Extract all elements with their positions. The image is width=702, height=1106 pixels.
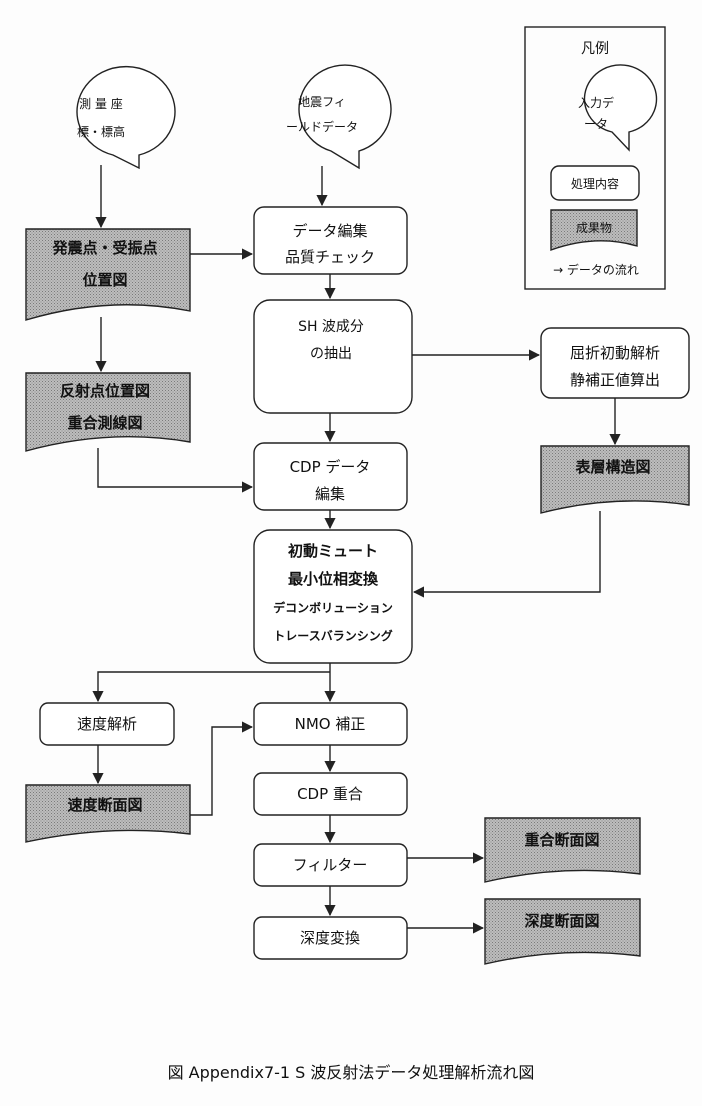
sh-extract: SH 波成分 の抽出	[253, 299, 413, 414]
seismic-input: 地震フィ ールドデータ	[286, 64, 392, 170]
shot-receiver-map-label-1: 発震点・受振点	[51, 239, 157, 257]
surface-structure-map: 表層構造図	[540, 445, 690, 514]
refraction-analysis-label-2: 静補正値算出	[570, 371, 660, 389]
shot-receiver-map-label-2: 位置図	[82, 271, 127, 289]
preprocessing-label-3: デコンボリューション	[273, 600, 393, 615]
velocity-analysis: 速度解析	[39, 702, 175, 746]
depth-section: 深度断面図	[484, 898, 641, 965]
survey-input-label-1: 測 量 座	[79, 96, 123, 111]
stack-section-label: 重合断面図	[524, 831, 599, 849]
preprocessing-label-1: 初動ミュート	[288, 542, 378, 560]
arrow-processing-to-velocity	[92, 671, 330, 703]
depth-conversion-box	[253, 916, 408, 960]
survey-input-shape	[76, 65, 176, 170]
arrow-reflection-to-cdp	[97, 448, 254, 493]
velocity-analysis-label: 速度解析	[77, 715, 137, 733]
preprocessing-label-2: 最小位相変換	[288, 570, 379, 588]
survey-input: 測 量 座 標・標高	[76, 65, 176, 170]
seismic-input-shape	[298, 64, 392, 170]
cdp-stack-label: CDP 重合	[297, 785, 363, 803]
velocity-section-label: 速度断面図	[67, 796, 142, 814]
data-edit-label-1: データ編集	[292, 222, 367, 240]
connectors	[92, 165, 621, 934]
velocity-section-shape	[25, 784, 191, 843]
velocity-section: 速度断面図	[25, 784, 191, 843]
legend-frame	[524, 26, 666, 290]
sh-extract-label-2: の抽出	[310, 346, 352, 362]
stack-section-shape	[484, 817, 641, 883]
legend-product-shape	[550, 209, 638, 251]
legend-input-label-1: 入力デ	[578, 95, 614, 110]
surface-structure-map-label: 表層構造図	[575, 458, 650, 476]
legend-process-label: 処理内容	[571, 176, 619, 191]
refraction-analysis-label-1: 屈折初動解析	[570, 344, 660, 362]
nmo-correction-label: NMO 補正	[295, 715, 366, 733]
reflection-map: 反射点位置図 重合測線図	[25, 372, 191, 452]
depth-conversion: 深度変換	[253, 916, 408, 960]
legend: 凡例 入力デ ータ 処理内容 成果物 → データの流れ	[524, 26, 666, 290]
filter-label: フィルター	[293, 856, 368, 874]
reflection-map-shape	[25, 372, 191, 452]
cdp-edit-label-2: 編集	[315, 485, 345, 503]
seismic-input-label-1: 地震フィ	[298, 95, 346, 109]
velocity-analysis-box	[39, 702, 175, 746]
shot-receiver-map: 発震点・受振点 位置図	[25, 228, 191, 321]
figure-caption: 図 Appendix7-1 S 波反射法データ処理解析流れ図	[168, 1063, 535, 1082]
data-edit-label-2: 品質チェック	[285, 248, 375, 266]
cdp-stack: CDP 重合	[253, 772, 408, 816]
survey-input-label-2: 標・標高	[77, 124, 125, 139]
depth-conversion-label: 深度変換	[300, 929, 360, 947]
legend-input-shape	[583, 64, 658, 152]
depth-section-shape	[484, 898, 641, 965]
refraction-analysis: 屈折初動解析 静補正値算出	[540, 327, 690, 399]
nmo-correction: NMO 補正	[253, 702, 408, 746]
cdp-edit-label-1: CDP データ	[290, 458, 371, 476]
legend-input-label-2: ータ	[584, 117, 608, 131]
stack-section: 重合断面図	[484, 817, 641, 883]
reflection-map-label-1: 反射点位置図	[60, 382, 150, 400]
legend-process-shape	[550, 165, 640, 201]
depth-section-label: 深度断面図	[524, 912, 599, 930]
cdp-edit: CDP データ 編集	[253, 442, 408, 511]
preprocessing-label-4: トレースバランシング	[273, 628, 392, 643]
seismic-input-label-2: ールドデータ	[286, 119, 358, 134]
legend-product-label: 成果物	[576, 221, 612, 235]
shot-receiver-map-shape	[25, 228, 191, 321]
legend-flow-label: → データの流れ	[553, 262, 639, 277]
data-edit: データ編集 品質チェック	[253, 206, 408, 275]
preprocessing-box	[253, 529, 413, 664]
arrow-surface-to-processing	[412, 511, 601, 598]
legend-title: 凡例	[581, 41, 609, 57]
filter: フィルター	[253, 843, 408, 887]
reflection-map-label-2: 重合測線図	[67, 414, 142, 432]
sh-extract-label-1: SH 波成分	[298, 319, 364, 335]
arrow-section-to-nmo	[190, 721, 254, 816]
sh-extract-box	[253, 299, 413, 414]
preprocessing: 初動ミュート 最小位相変換 デコンボリューション トレースバランシング	[253, 529, 413, 664]
surface-structure-map-shape	[540, 445, 690, 514]
